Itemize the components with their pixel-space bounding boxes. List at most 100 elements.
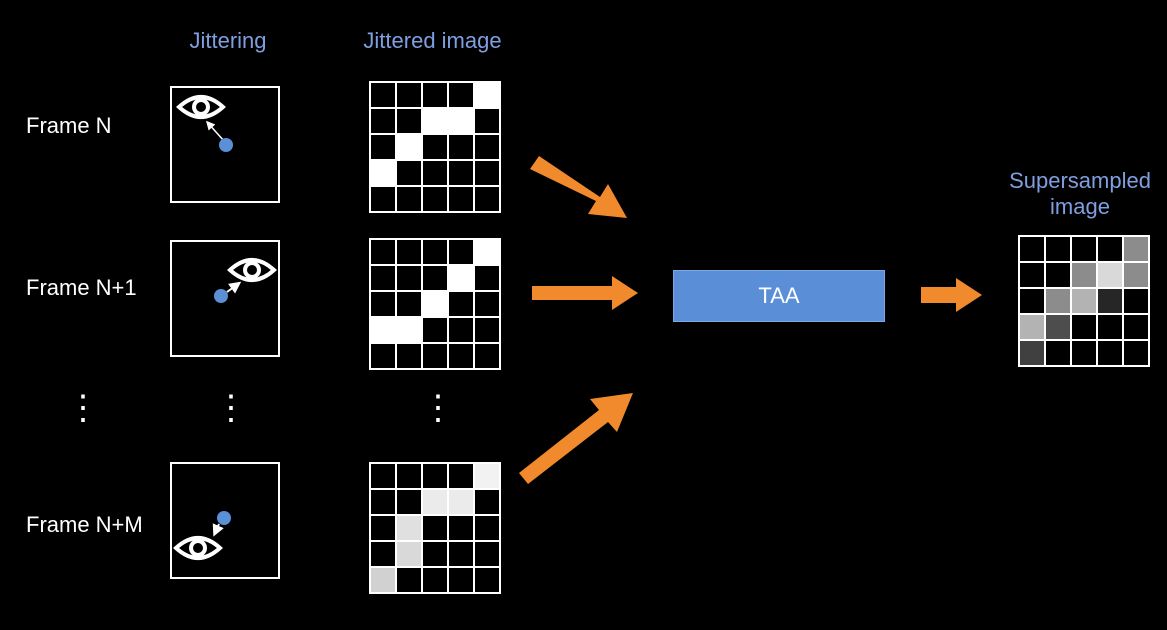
jitter-box-frame-nm [170, 462, 280, 579]
grid-cell [397, 568, 421, 592]
grid-cell [397, 318, 421, 342]
grid-cell [423, 135, 447, 159]
eye-icon [227, 258, 277, 282]
grid-cell [397, 161, 421, 185]
grid-cell [397, 292, 421, 316]
grid-cell [449, 542, 473, 566]
grid-cell [449, 490, 473, 514]
grid-cell [475, 464, 499, 488]
grid-cell [475, 568, 499, 592]
jitter-vector-arrow [226, 281, 242, 294]
sample-point-icon [219, 138, 233, 152]
arrow-taa-to-supersampled [921, 278, 982, 312]
grid-cell [449, 464, 473, 488]
grid-cell [397, 516, 421, 540]
jitter-box-frame-n1 [170, 240, 280, 357]
jitter-vector-arrow [212, 523, 224, 537]
grid-cell [423, 83, 447, 107]
grid-cell [475, 292, 499, 316]
grid-cell [1046, 237, 1070, 261]
grid-cell [371, 516, 395, 540]
grid-cell [449, 292, 473, 316]
grid-cell [449, 240, 473, 264]
header-supersampled-image: Supersampled image [1009, 168, 1151, 219]
grid-cell [475, 344, 499, 368]
grid-cell [397, 464, 421, 488]
grid-cell [449, 83, 473, 107]
grid-cell [371, 490, 395, 514]
grid-cell [475, 240, 499, 264]
grid-cell [475, 266, 499, 290]
grid-cell [1046, 289, 1070, 313]
grid-cell [397, 83, 421, 107]
grid-cell [397, 109, 421, 133]
grid-cell [397, 240, 421, 264]
grid-cell [1020, 289, 1044, 313]
grid-cell [371, 464, 395, 488]
jittered-grid-frame-n1 [369, 238, 501, 370]
grid-cell [449, 187, 473, 211]
grid-cell [397, 135, 421, 159]
ellipsis-labels: ⋮ [66, 389, 100, 427]
grid-cell [1124, 341, 1148, 365]
ellipsis-grids: ⋮ [421, 389, 455, 427]
grid-cell [1124, 263, 1148, 287]
grid-cell [371, 240, 395, 264]
frame-label-n: Frame N [26, 113, 112, 138]
grid-cell [1020, 237, 1044, 261]
arrow-frame-n1-to-taa [532, 276, 638, 310]
jittered-grid-frame-nm [369, 462, 501, 594]
grid-cell [1098, 315, 1122, 339]
grid-cell [371, 542, 395, 566]
grid-cell [397, 187, 421, 211]
header-jittering: Jittering [189, 28, 267, 53]
grid-cell [449, 266, 473, 290]
grid-cell [475, 318, 499, 342]
eye-icon [176, 95, 226, 119]
grid-cell [449, 568, 473, 592]
grid-cell [423, 292, 447, 316]
taa-box: TAA [673, 270, 885, 322]
grid-cell [475, 161, 499, 185]
grid-cell [371, 344, 395, 368]
sample-point-icon [217, 511, 231, 525]
jittered-grid-frame-n [369, 81, 501, 213]
grid-cell [371, 292, 395, 316]
grid-cell [371, 135, 395, 159]
grid-cell [423, 344, 447, 368]
grid-cell [449, 344, 473, 368]
grid-cell [1046, 315, 1070, 339]
grid-cell [1124, 315, 1148, 339]
grid-cell [449, 318, 473, 342]
grid-cell [371, 109, 395, 133]
grid-cell [423, 490, 447, 514]
grid-cell [449, 109, 473, 133]
grid-cell [371, 266, 395, 290]
grid-cell [1098, 341, 1122, 365]
jitter-box-frame-n [170, 86, 280, 203]
grid-cell [423, 109, 447, 133]
sample-point-icon [214, 289, 228, 303]
ellipsis-jitter: ⋮ [214, 389, 248, 427]
grid-cell [1072, 263, 1096, 287]
grid-cell [1124, 237, 1148, 261]
grid-cell [423, 240, 447, 264]
grid-cell [423, 318, 447, 342]
grid-cell [475, 109, 499, 133]
grid-cell [1020, 341, 1044, 365]
grid-cell [475, 516, 499, 540]
grid-cell [423, 516, 447, 540]
grid-cell [397, 266, 421, 290]
header-jittered-image: Jittered image [363, 28, 502, 53]
grid-cell [371, 568, 395, 592]
grid-cell [1020, 315, 1044, 339]
eye-icon [173, 536, 223, 560]
grid-cell [1046, 341, 1070, 365]
grid-cell [371, 318, 395, 342]
grid-cell [423, 161, 447, 185]
grid-cell [371, 187, 395, 211]
frame-label-n1: Frame N+1 [26, 275, 137, 300]
grid-cell [371, 161, 395, 185]
grid-cell [423, 464, 447, 488]
